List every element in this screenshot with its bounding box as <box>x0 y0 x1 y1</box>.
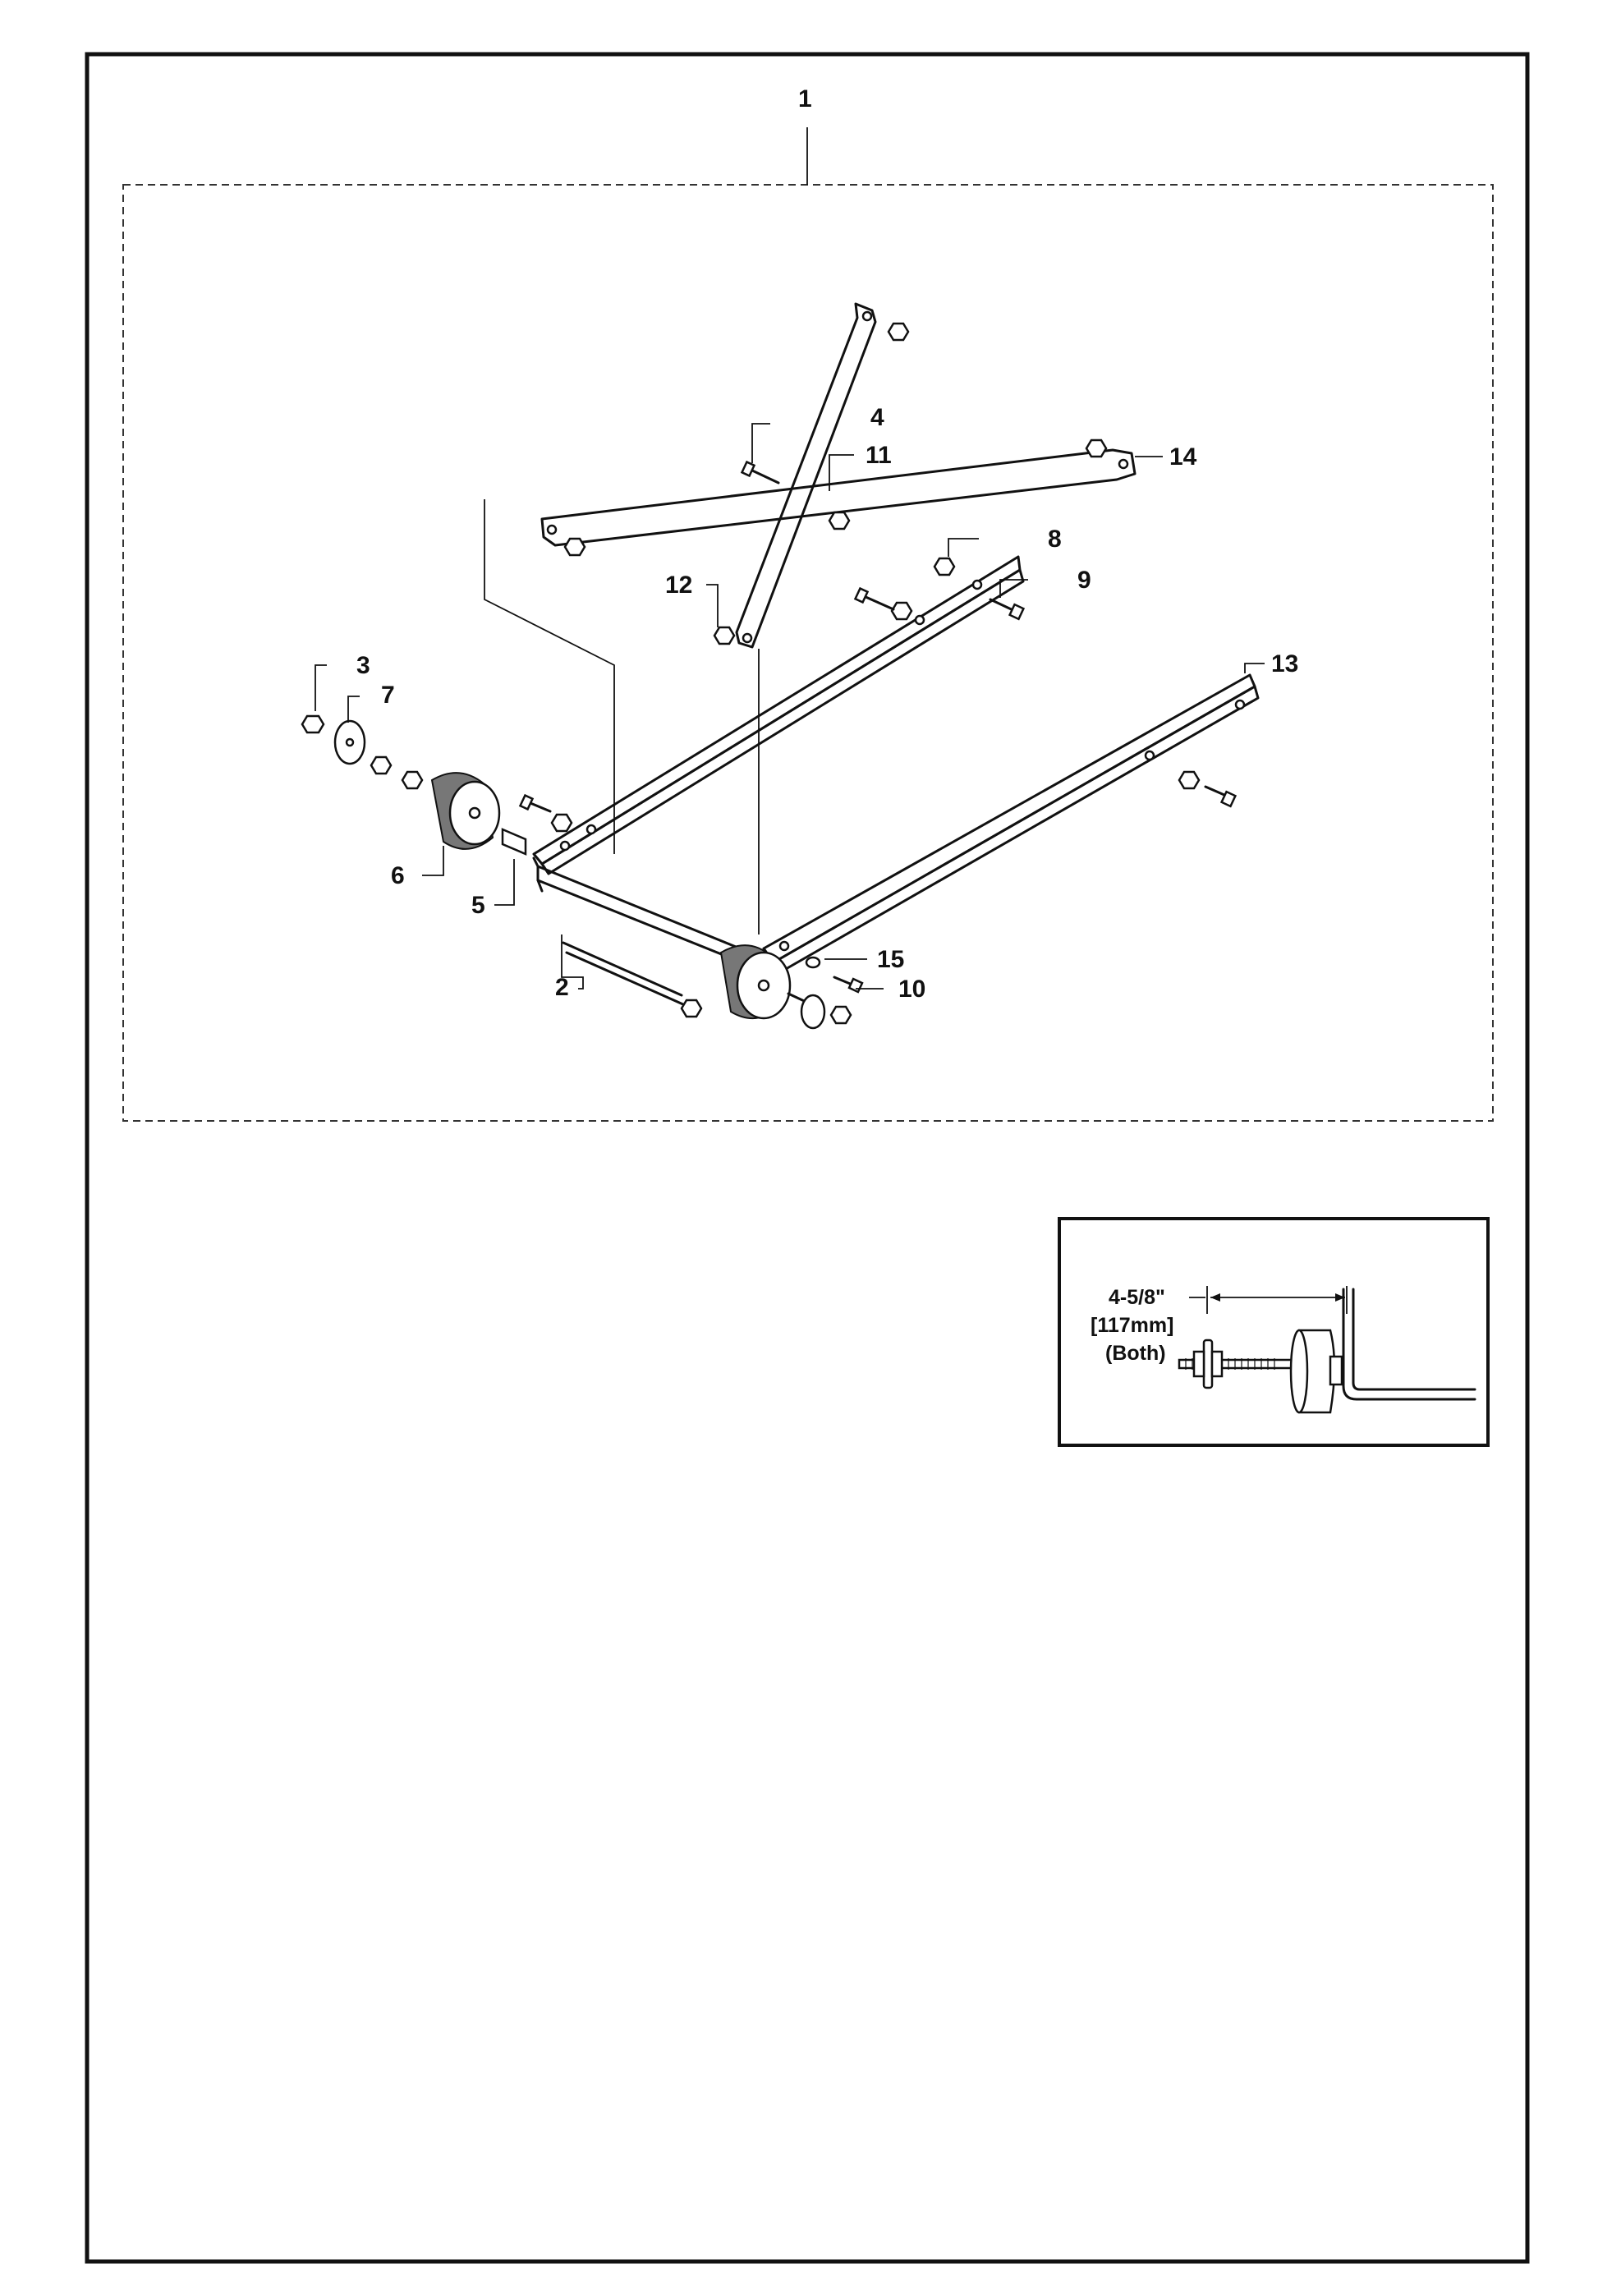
side-rail-right <box>762 673 1260 974</box>
callout-8: 8 <box>1048 526 1062 553</box>
assembly-boundary <box>122 184 1494 1122</box>
callout-5: 5 <box>471 892 485 919</box>
callout-14: 14 <box>1169 443 1197 471</box>
callout-9: 9 <box>1077 567 1091 594</box>
callout-labels: 1 2 3 4 5 6 7 8 9 10 11 12 13 14 15 <box>356 85 1298 1003</box>
cross-brace-a <box>735 302 877 649</box>
callout-13: 13 <box>1271 650 1298 677</box>
cross-brace-b <box>540 448 1137 547</box>
callout-3: 3 <box>356 652 370 679</box>
callout-4: 4 <box>870 404 884 431</box>
inset-dimension-inch: 4-5/8" <box>1109 1286 1165 1309</box>
callout-2: 2 <box>555 974 569 1001</box>
callout-11: 11 <box>866 442 892 469</box>
left-wheel-assembly <box>301 714 527 856</box>
inset-detail: 4-5/8" [117mm] (Both) <box>1058 1217 1490 1447</box>
callout-7: 7 <box>381 682 395 709</box>
inset-dimension-mm: [117mm] <box>1091 1314 1173 1337</box>
callout-10: 10 <box>898 976 925 1003</box>
callout-15: 15 <box>877 946 904 973</box>
callout-6: 6 <box>391 862 405 889</box>
side-rail-left <box>532 555 1025 875</box>
leader-lines <box>315 423 1265 990</box>
callout-12: 12 <box>665 572 692 599</box>
brace-hardware <box>550 322 1201 969</box>
page-frame <box>85 52 1530 2264</box>
inset-dimension-note: (Both) <box>1105 1342 1166 1365</box>
callout-1: 1 <box>798 85 812 113</box>
exploded-view <box>301 127 1265 1030</box>
bolts <box>518 460 1238 994</box>
inset-frame <box>1058 1217 1490 1447</box>
right-wheel-assembly <box>562 941 852 1030</box>
